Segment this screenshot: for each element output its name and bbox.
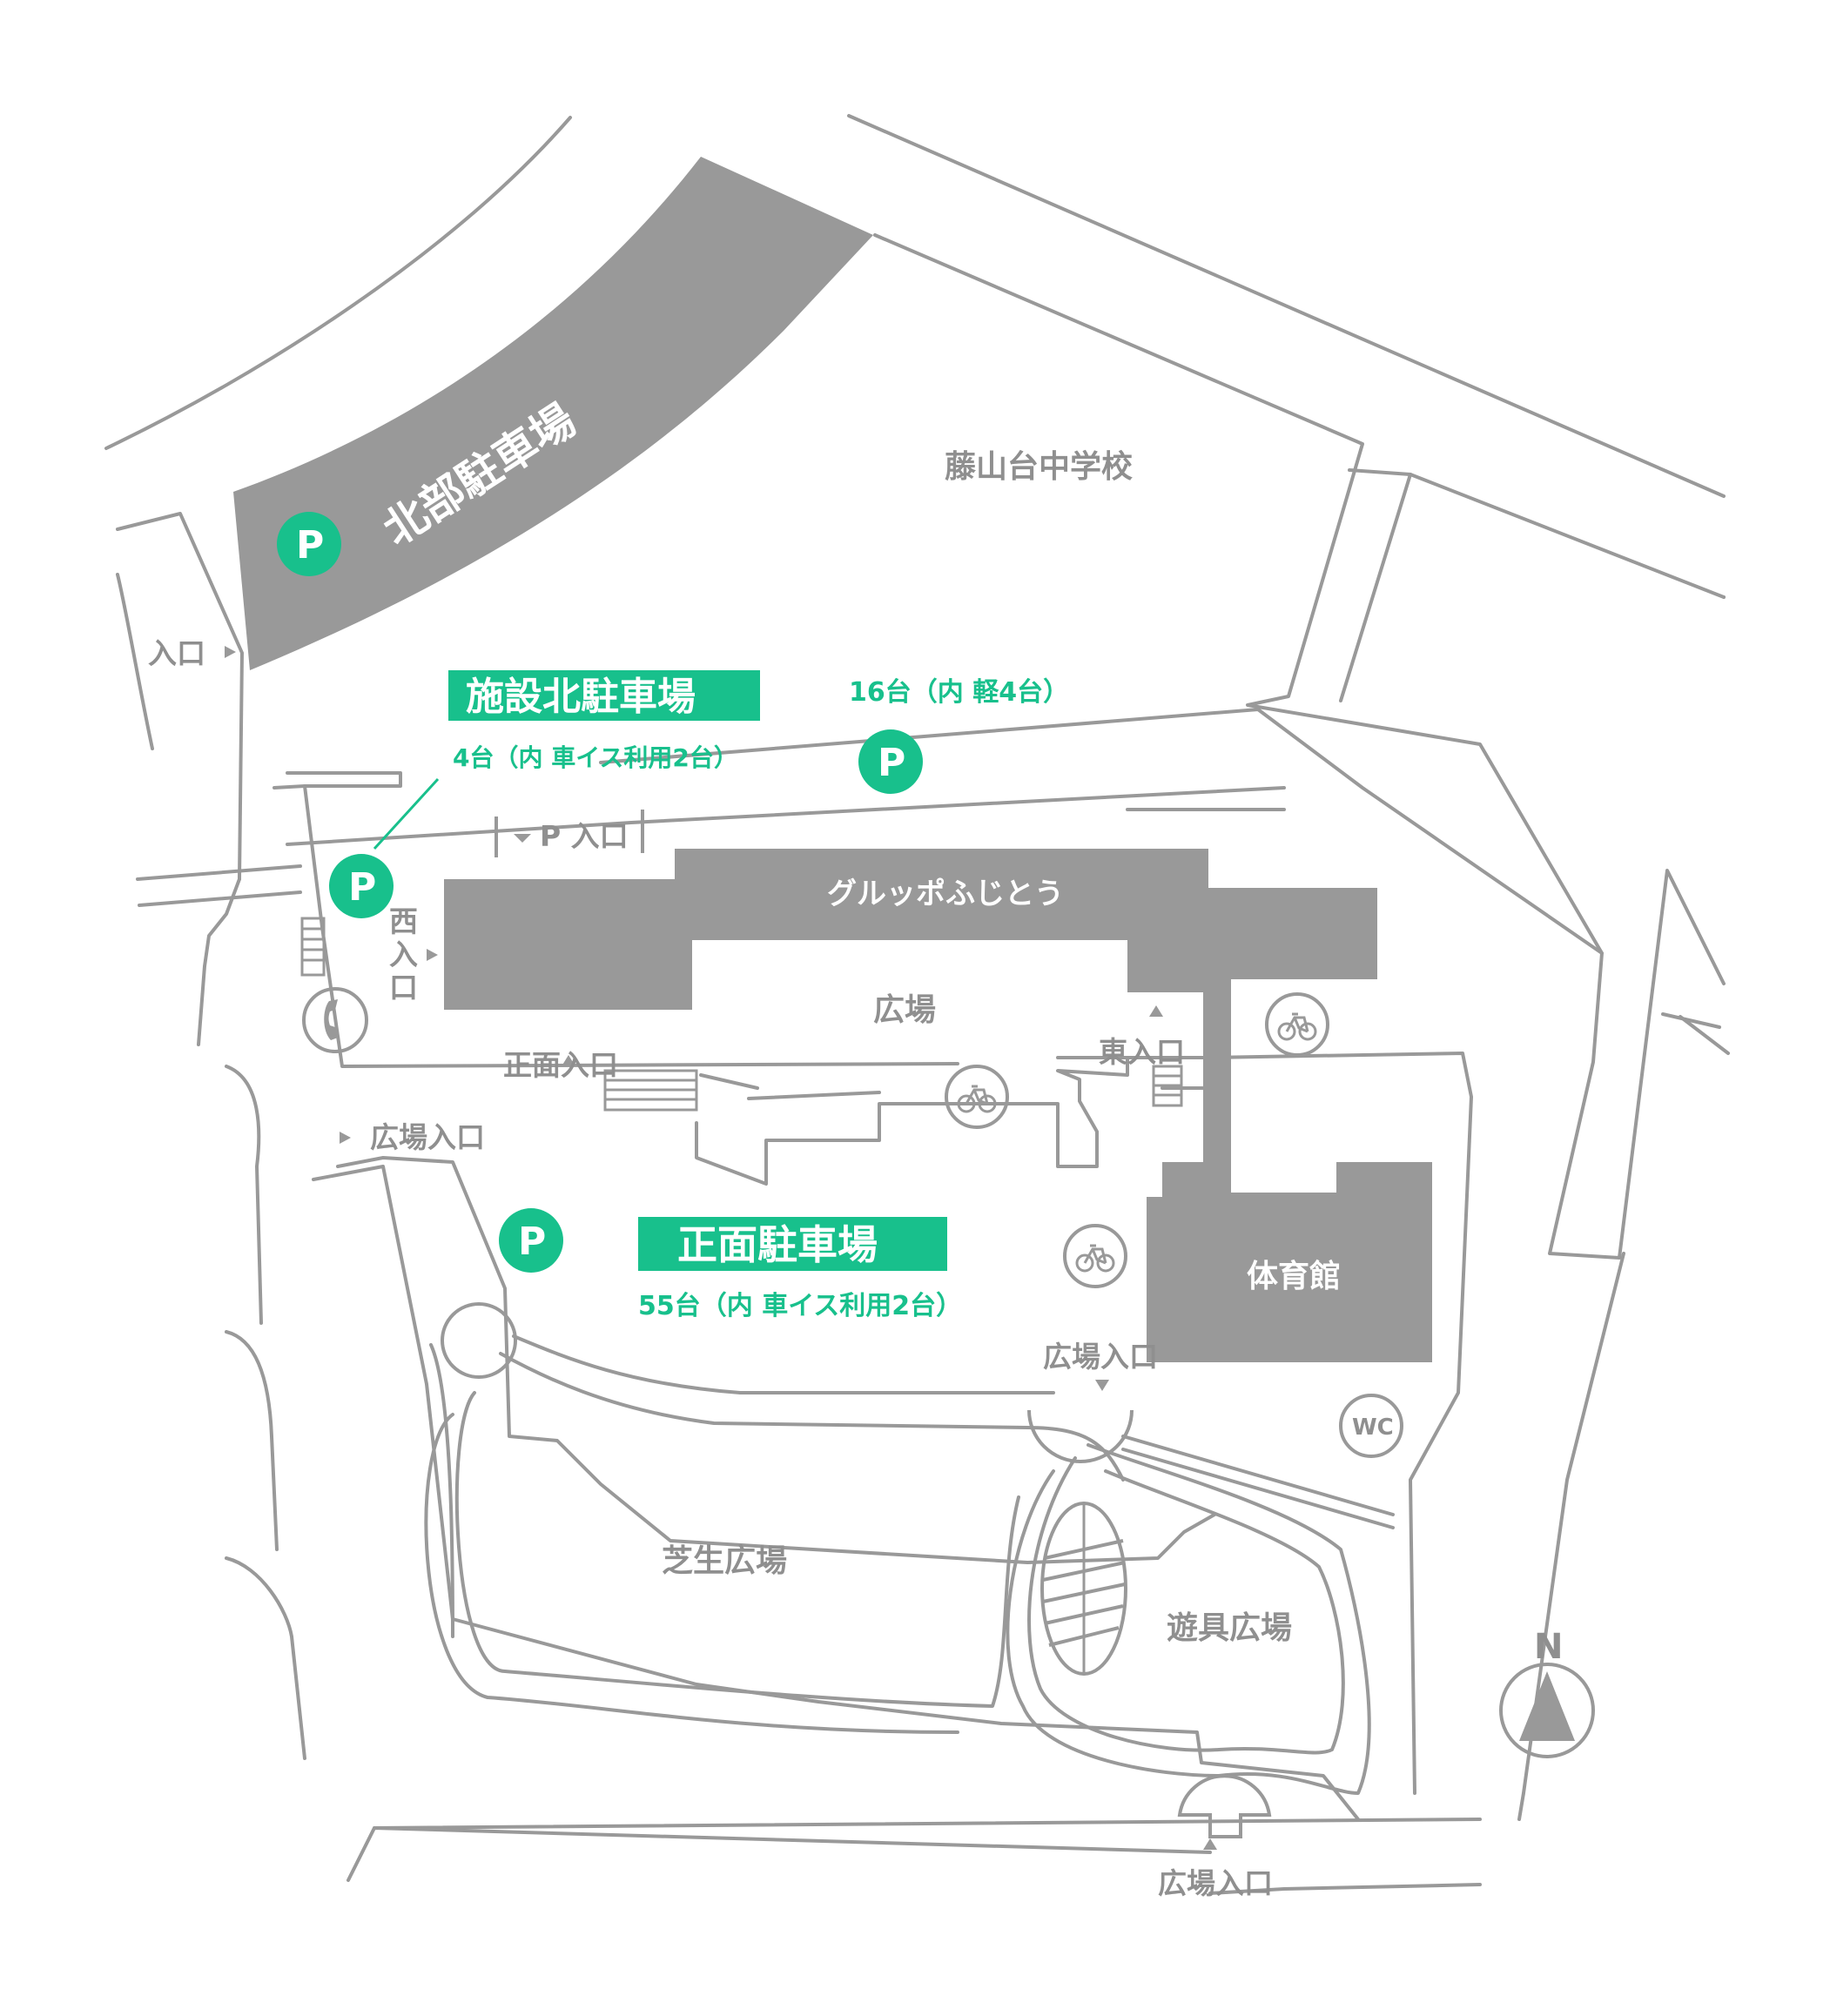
lawn-plaza-label: 芝生広場 <box>662 1543 787 1579</box>
facility-north-lot-count: 16台（内 軽4台） <box>849 677 1069 708</box>
main-building <box>444 849 1377 1053</box>
facility-north-lot-label: 施設北駐車場 <box>466 675 696 719</box>
west-parking-leader-line <box>373 777 440 850</box>
facility-north-lot-box <box>448 670 760 721</box>
parking-icon-west: P <box>329 854 394 918</box>
front-lot-count: 55台（内 車イス利用2台） <box>638 1291 962 1321</box>
east-entrance-label: 東入口 <box>1099 1035 1185 1069</box>
playground-equipment <box>1040 1502 1127 1676</box>
parking-icon-north-lot: P <box>277 512 341 576</box>
bicycle-icon <box>1265 992 1329 1057</box>
plaza-entrance-south-label: 広場入口 <box>1158 1866 1273 1900</box>
facility-north-west-count: 4台（内 車イス利用2台） <box>453 743 738 772</box>
entrance-arrows <box>225 646 1217 1850</box>
svg-text:P: P <box>878 741 905 785</box>
restroom-icon: WC <box>1339 1394 1403 1458</box>
stairs-east <box>1152 1065 1183 1107</box>
north-entrance-label: 入口 <box>148 636 205 670</box>
gymnasium-label: 体育館 <box>1247 1258 1341 1294</box>
svg-text:WC: WC <box>1352 1415 1394 1441</box>
road-outlines <box>104 114 1730 1895</box>
front-entrance-label: 正面入口 <box>503 1048 618 1082</box>
bicycle-icon <box>945 1065 1009 1129</box>
plaza-label: 広場 <box>873 992 936 1028</box>
bicycle-icon <box>1063 1224 1127 1288</box>
compass-icon: N <box>1499 1627 1595 1758</box>
playground-label: 遊具広場 <box>1167 1610 1292 1646</box>
compass-north-label: N <box>1534 1627 1563 1667</box>
west-entrance-label-1: 西 <box>389 904 418 938</box>
roundabout-west <box>441 1302 517 1379</box>
school-label: 藤山台中学校 <box>945 448 1133 485</box>
phone-icon <box>302 987 368 1053</box>
west-entrance-label-2: 入 <box>389 937 418 971</box>
stairs-front <box>603 1069 698 1112</box>
svg-text:P: P <box>296 523 324 568</box>
parking-icon-facility-north: P <box>858 729 923 794</box>
plaza-entrance-center-label: 広場入口 <box>1043 1340 1158 1374</box>
front-lot-label: 正面駐車場 <box>677 1221 878 1268</box>
parking-entrance-label: P 入口 <box>540 819 629 853</box>
roundabout-center <box>1027 1409 1134 1463</box>
stairs-west <box>300 917 326 977</box>
west-entrance-label-3: 口 <box>389 971 418 1005</box>
roundabout-south <box>1177 1774 1272 1838</box>
gymnasium-building <box>1147 1162 1432 1362</box>
parking-icon-front-lot: P <box>499 1208 563 1273</box>
svg-text:P: P <box>348 865 376 910</box>
north-parking-lot-area <box>233 157 873 670</box>
main-building-label: グルッポふじとう <box>827 877 1064 911</box>
plaza-entrance-west-label: 広場入口 <box>370 1120 485 1154</box>
front-lot-box <box>638 1217 947 1271</box>
svg-text:P: P <box>518 1220 546 1264</box>
connector-corridor <box>1203 979 1231 1193</box>
